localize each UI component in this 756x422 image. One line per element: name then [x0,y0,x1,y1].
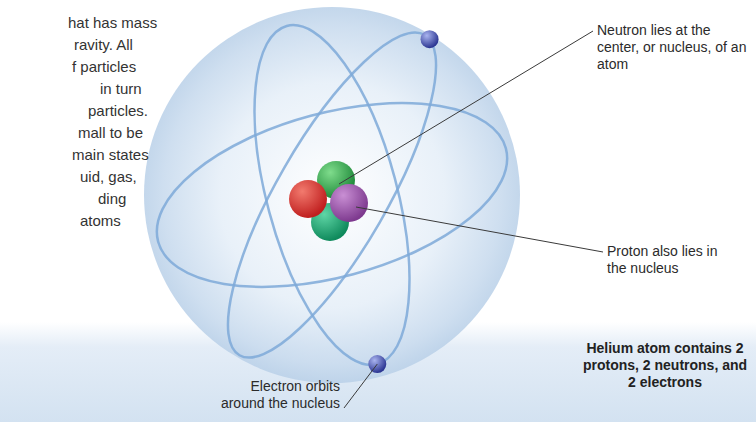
body-text-fragment: particles. [88,102,148,120]
atom-sphere [144,7,520,383]
leader-line [344,364,377,408]
body-text-fragment: in turn [100,80,142,98]
body-text-fragment: f particles [72,58,136,76]
nucleus [289,161,368,241]
body-text-fragment: uid, gas, [80,168,137,186]
body-text-fragment: hat has mass [68,14,157,32]
electron-sphere [421,30,439,48]
orbit-ring [224,9,440,381]
proton-sphere [289,180,327,218]
body-text-fragment: mall to be [78,124,143,142]
electron-sphere [368,355,386,373]
body-text-fragment: main states [72,146,149,164]
proton-sphere [330,184,368,222]
leader-lines [339,31,603,408]
orbit-ring [137,69,527,321]
neutron-callout: Neutron lies at the center, or nucleus, … [597,22,749,73]
electrons [368,30,438,373]
body-text-fragment: atoms [80,212,121,230]
electron-callout: Electron orbits around the nucleus [208,378,340,412]
orbit-ring [192,7,472,382]
body-text-fragment: ding [98,190,126,208]
orbit-rings [137,7,527,382]
atom-caption: Helium atom contains 2 protons, 2 neutro… [582,340,748,391]
leader-line [339,31,593,184]
proton-callout: Proton also lies in the nucleus [607,243,727,277]
body-text-fragment: ravity. All [74,36,133,54]
leader-line [356,207,603,252]
